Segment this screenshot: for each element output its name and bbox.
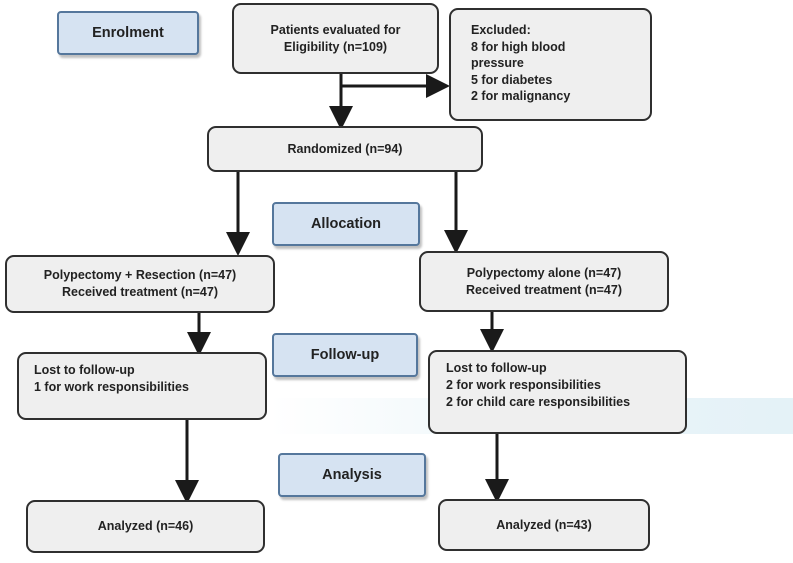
eligibility-line-1: Patients evaluated for (270, 22, 401, 37)
stage-enrolment-label: Enrolment (92, 24, 164, 41)
eligibility-line-2: Eligibility (n=109) (283, 39, 388, 54)
stage-allocation: Allocation (272, 202, 420, 246)
left-analysis-label: Analyzed (n=46) (97, 519, 194, 533)
left-allocation-box: Polypectomy + Resection (n=47) Received … (5, 255, 275, 313)
randomized-box: Randomized (n=94) (207, 126, 483, 172)
right-analysis-box: Analyzed (n=43) (438, 499, 650, 551)
right-allocation-line-1: Polypectomy alone (n=47) (466, 265, 622, 280)
eligibility-box: Patients evaluated for Eligibility (n=10… (232, 3, 439, 74)
left-allocation-line-1: Polypectomy + Resection (n=47) (43, 268, 237, 282)
excluded-line-3: 5 for diabetes (471, 72, 553, 87)
stage-allocation-label: Allocation (310, 215, 382, 232)
right-followup-line-1: Lost to follow-up (446, 361, 547, 375)
stage-analysis: Analysis (278, 453, 426, 497)
right-followup-line-2: 2 for work responsibilities (446, 378, 601, 392)
stage-analysis-label: Analysis (322, 466, 382, 483)
right-allocation-box: Polypectomy alone (n=47) Received treatm… (419, 251, 669, 312)
excluded-line-4: 2 for malignancy (471, 89, 571, 103)
stage-followup-label: Follow-up (310, 346, 380, 363)
excluded-box: Excluded: 8 for high blood pressure 5 fo… (449, 8, 652, 121)
excluded-title: Excluded: (471, 23, 531, 37)
right-followup-line-3: 2 for child care responsibilities (446, 395, 631, 409)
randomized-label: Randomized (n=94) (287, 141, 403, 156)
stage-enrolment: Enrolment (57, 11, 199, 55)
left-followup-line-2: 1 for work responsibilities (34, 380, 189, 394)
stage-followup: Follow-up (272, 333, 418, 377)
left-analysis-box: Analyzed (n=46) (26, 500, 265, 553)
right-followup-box: Lost to follow-up 2 for work responsibil… (428, 350, 687, 434)
excluded-line-2: pressure (471, 56, 524, 70)
left-followup-box: Lost to follow-up 1 for work responsibil… (17, 352, 267, 420)
right-allocation-line-2: Received treatment (n=47) (466, 282, 622, 297)
left-followup-line-1: Lost to follow-up (34, 363, 135, 377)
excluded-line-1: 8 for high blood (471, 39, 566, 54)
right-analysis-label: Analyzed (n=43) (496, 517, 592, 532)
left-allocation-line-2: Received treatment (n=47) (62, 285, 218, 299)
